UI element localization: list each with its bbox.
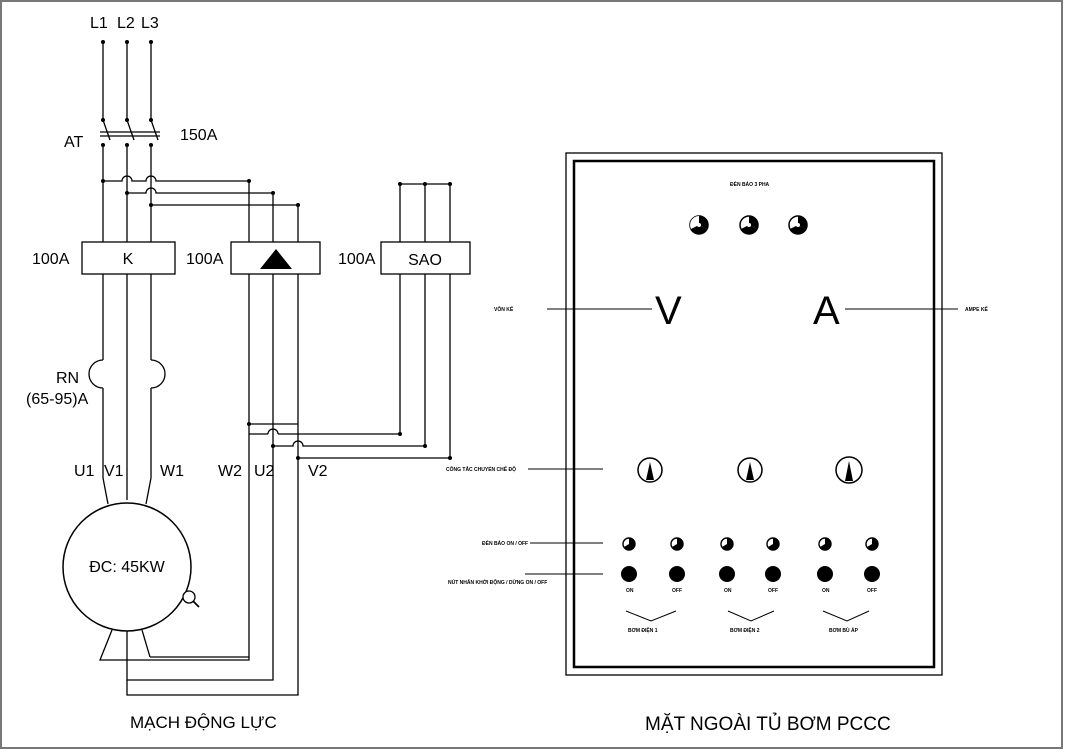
contactor-star — [380, 241, 471, 275]
pump3-on-label: ON — [822, 588, 830, 594]
pump1-off-button[interactable] — [669, 566, 685, 582]
pump2-on-button[interactable] — [719, 566, 735, 582]
contactor-k-rating: 100A — [32, 251, 70, 268]
phase-lamp-1 — [689, 215, 709, 235]
contactor-delta-rating: 100A — [186, 251, 224, 268]
contactor-k-label: K — [123, 251, 134, 268]
pump3-on-button[interactable] — [817, 566, 833, 582]
selector-label: CÔNG TẮC CHUYỂN CHẾ ĐỘ — [446, 465, 516, 473]
selector-switch-2[interactable] — [737, 457, 763, 483]
panel-outer-frame — [565, 152, 943, 676]
ammeter-label: AMPE KẾ — [965, 306, 988, 313]
pump-3-label: BƠM BÙ ÁP — [829, 627, 859, 634]
terminal-v1: V1 — [104, 463, 124, 480]
label-l1: L1 — [90, 15, 108, 32]
phase-lamps-label: ĐÈN BÁO 3 PHA — [730, 180, 770, 188]
ammeter-symbol: A — [813, 289, 840, 333]
breaker-at — [100, 119, 160, 147]
contactor-k — [81, 241, 176, 275]
pump2-off-button[interactable] — [765, 566, 781, 582]
voltmeter-symbol: V — [655, 289, 682, 333]
label-l3: L3 — [141, 15, 159, 32]
pump-1-label: BƠM ĐIỆN 1 — [628, 626, 658, 634]
panel-inner-frame — [572, 159, 936, 669]
pump2-on-label: ON — [724, 588, 732, 594]
voltmeter-label: VÔN KẾ — [494, 305, 514, 313]
pump-2-label: BƠM ĐIỆN 2 — [730, 626, 760, 634]
terminal-w1: W1 — [160, 463, 184, 480]
onoff-lamps-label: ĐÈN BÁO ON / OFF — [482, 539, 528, 547]
terminal-v2: V2 — [308, 463, 328, 480]
onoff-lamps — [622, 537, 879, 551]
pump1-off-label: OFF — [672, 588, 682, 594]
pump3-off-button[interactable] — [864, 566, 880, 582]
selector-switch-1[interactable] — [637, 457, 663, 483]
breaker-rating: 150A — [180, 127, 218, 144]
buttons-label: NÚT NHẤN KHỞI ĐỘNG / DỪNG ON / OFF — [448, 578, 547, 586]
terminal-u2: U2 — [254, 463, 275, 480]
contactor-star-label: SAO — [408, 252, 442, 269]
label-l2: L2 — [117, 15, 135, 32]
overload-range: (65-95)A — [26, 391, 89, 408]
pump2-off-label: OFF — [768, 588, 778, 594]
delta-triangle-icon — [260, 249, 292, 269]
pump3-off-label: OFF — [867, 588, 877, 594]
selector-switch-3[interactable] — [835, 456, 863, 484]
magnifier-icon — [182, 590, 200, 608]
panel-title: MẶT NGOÀI TỦ BƠM PCCC — [645, 713, 891, 735]
breaker-name: AT — [64, 134, 83, 151]
motor-label: ĐC: 45KW — [89, 559, 165, 576]
phase-lamp-2 — [739, 215, 759, 235]
power-circuit-title: MẠCH ĐỘNG LỰC — [130, 713, 277, 732]
phase-lamp-3 — [788, 215, 808, 235]
terminal-u1: U1 — [74, 463, 95, 480]
power-circuit: L1 L2 L3 AT 150A — [26, 15, 471, 732]
overload-name: RN — [56, 370, 79, 387]
terminal-w2: W2 — [218, 463, 242, 480]
pump1-on-button[interactable] — [621, 566, 637, 582]
panel-front: ĐÈN BÁO 3 PHA VÔN KẾ V A AMPE KẾ — [446, 152, 988, 735]
contactor-star-rating: 100A — [338, 251, 376, 268]
pump1-on-label: ON — [626, 588, 634, 594]
overload-relay — [88, 359, 166, 389]
